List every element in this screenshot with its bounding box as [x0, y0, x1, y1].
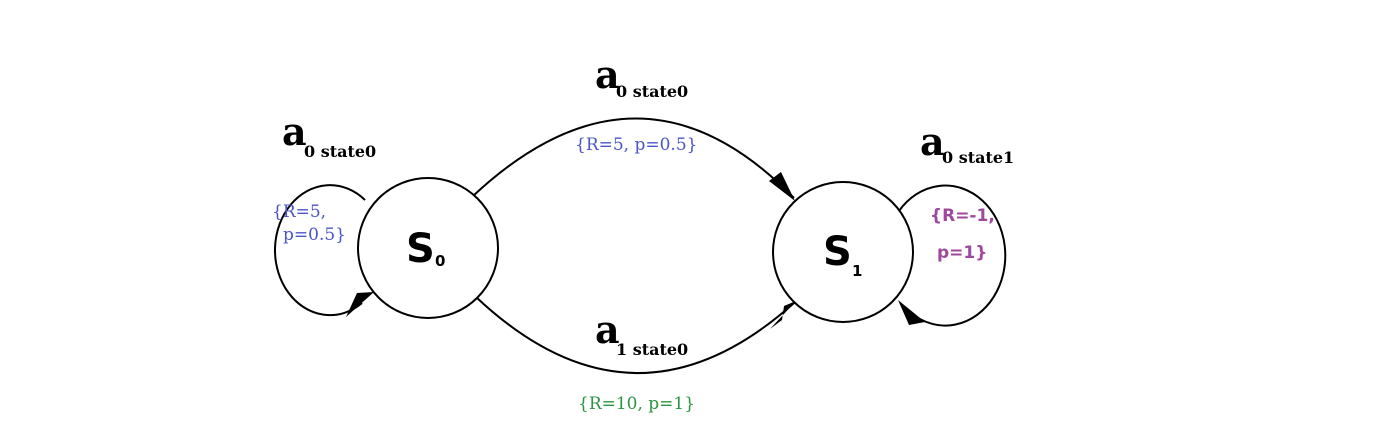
state-s0-subscript: 0 — [435, 252, 445, 270]
s0-self-reward-line1: {R=5, — [272, 202, 326, 222]
s0-self-loop-edge — [274, 184, 366, 317]
s0-to-s1-top-arrowhead — [769, 172, 795, 201]
bottom-arc-reward: {R=10, p=1} — [578, 394, 695, 414]
bottom-arc-action-subscript: 1 state0 — [616, 340, 688, 359]
s0-to-s1-bottom-arrowhead — [770, 301, 796, 329]
top-arc-action-label: a — [595, 52, 620, 97]
s1-self-loop-arrowhead — [898, 300, 925, 325]
state-s1-subscript: 1 — [852, 262, 862, 280]
state-s1-node — [772, 181, 914, 323]
s1-self-action-subscript: 0 state1 — [942, 148, 1014, 167]
state-s1-label: S — [823, 229, 852, 275]
s1-self-loop-edge — [898, 184, 1007, 327]
s0-self-action-subscript: 0 state0 — [304, 142, 376, 161]
state-s0-node — [357, 177, 499, 319]
s0-to-s1-bottom-edge — [475, 296, 795, 374]
s1-self-reward-line2: p=1} — [937, 243, 987, 263]
state-s0-label: S — [406, 226, 435, 272]
bottom-arc-action-label: a — [595, 307, 620, 352]
s0-self-loop-arrowhead — [346, 292, 374, 317]
s1-self-reward-line1: {R=-1, — [930, 206, 995, 226]
s0-self-action-label: a — [282, 109, 307, 154]
top-arc-reward: {R=5, p=0.5} — [575, 135, 697, 155]
top-arc-action-subscript: 0 state0 — [616, 82, 688, 101]
s0-to-s1-top-edge — [472, 117, 795, 199]
s1-self-action-label: a — [920, 119, 945, 164]
s0-self-reward-line2: p=0.5} — [283, 225, 346, 245]
